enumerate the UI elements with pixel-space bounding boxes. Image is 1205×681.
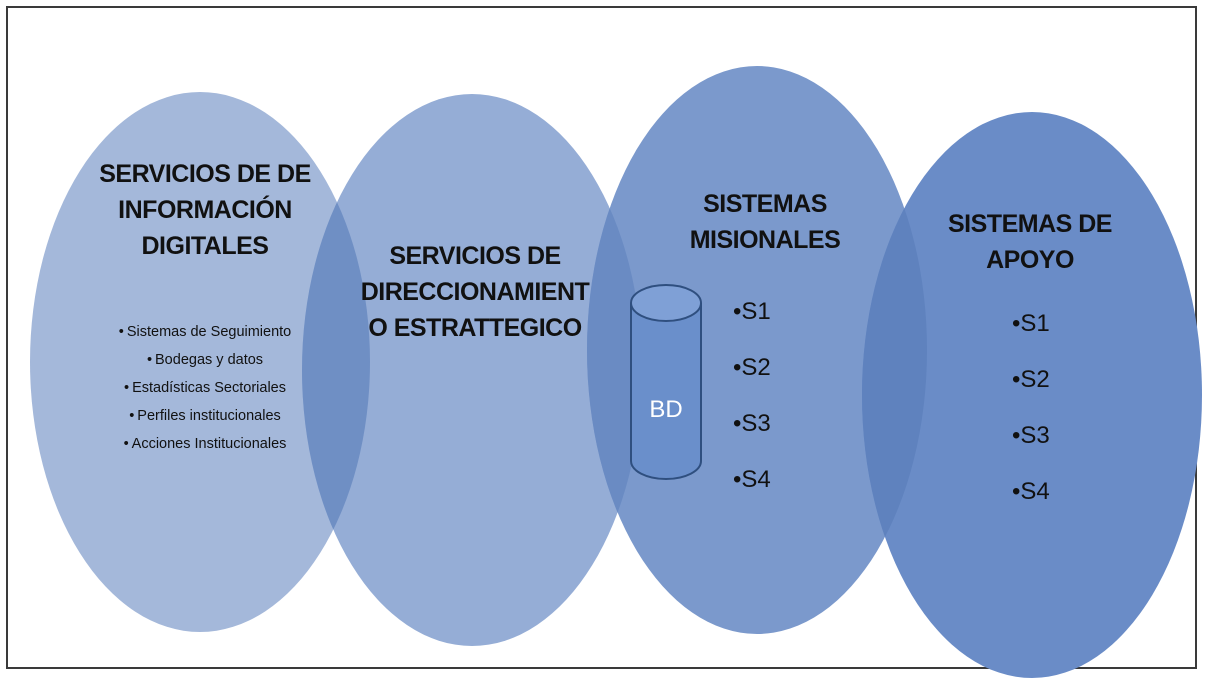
circle-2-title-line-1: SERVICIOS DE — [389, 242, 561, 270]
circle-3-list: S1 S2 S3 S4 — [733, 284, 813, 508]
list-item: Bodegas y datos — [60, 346, 350, 374]
circle-2-title: SERVICIOS DE DIRECCIONAMIENT O ESTRATTEG… — [360, 238, 590, 346]
list-item: Perfiles institucionales — [60, 402, 350, 430]
list-item: S2 — [1012, 352, 1092, 408]
circle-4-title-line-1: SISTEMAS DE — [948, 210, 1112, 238]
list-item: S3 — [1012, 408, 1092, 464]
list-item: Estadísticas Sectoriales — [60, 374, 350, 402]
circle-3-title: SISTEMAS MISIONALES — [650, 186, 880, 258]
circle-2-title-line-2: DIRECCIONAMIENT — [360, 278, 590, 306]
circle-1-title-line-2: INFORMACIÓN — [118, 196, 292, 224]
circle-1-title-line-3: DIGITALES — [141, 232, 269, 260]
list-item: Sistemas de Seguimiento — [60, 318, 350, 346]
circle-4-list: S1 S2 S3 S4 — [1012, 296, 1092, 520]
list-item: S3 — [733, 396, 813, 452]
list-item: S2 — [733, 340, 813, 396]
list-item: S4 — [733, 452, 813, 508]
circle-3-title-line-2: MISIONALES — [689, 226, 841, 254]
circle-1-title: SERVICIOS DE DE INFORMACIÓN DIGITALES — [60, 156, 350, 264]
circle-4-title-line-2: APOYO — [986, 246, 1074, 274]
circle-direccionamiento — [302, 94, 642, 646]
circle-1-title-line-1: SERVICIOS DE DE — [99, 160, 311, 188]
list-item: S4 — [1012, 464, 1092, 520]
list-item: S1 — [1012, 296, 1092, 352]
database-label: BD — [649, 396, 683, 423]
database-cylinder-icon — [630, 284, 702, 480]
circle-2-title-line-3: O ESTRATTEGICO — [368, 314, 582, 342]
list-item: S1 — [733, 284, 813, 340]
list-item: Acciones Institucionales — [60, 430, 350, 458]
circle-3-title-line-1: SISTEMAS — [703, 190, 827, 218]
circle-4-title: SISTEMAS DE APOYO — [920, 206, 1140, 278]
circle-1-list: Sistemas de Seguimiento Bodegas y datos … — [60, 318, 350, 458]
